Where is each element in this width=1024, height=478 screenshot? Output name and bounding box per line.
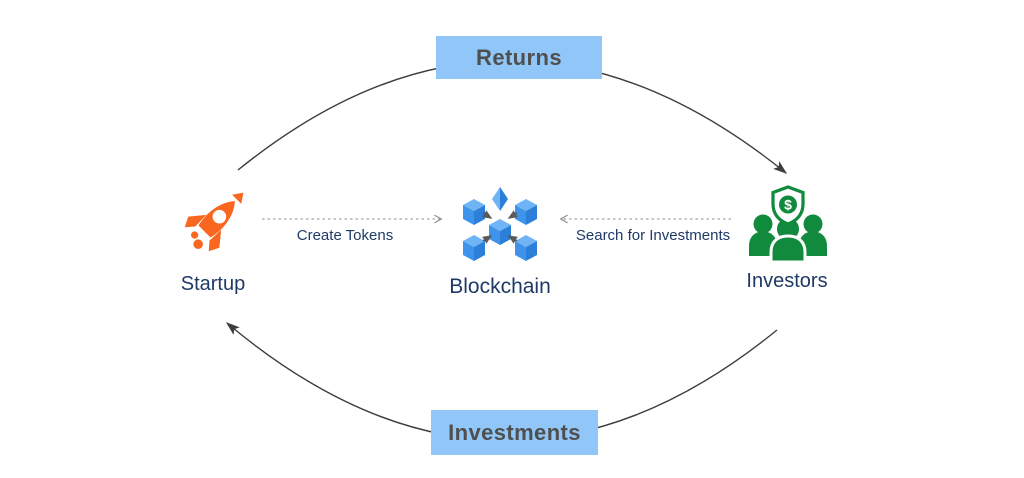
- blockchain-cubes-icon: [463, 187, 537, 261]
- startup-label: Startup: [180, 273, 246, 295]
- blockchain-label: Blockchain: [449, 275, 551, 298]
- returns-box: Returns: [436, 36, 602, 79]
- investments-box-label: Investments: [448, 419, 581, 445]
- create-tokens-label: Create Tokens: [296, 227, 394, 244]
- investors-shield-dollar-icon: $: [749, 185, 827, 262]
- returns-box-label: Returns: [476, 44, 562, 70]
- rocket-icon: [184, 192, 244, 252]
- search-investments-label: Search for Investments: [575, 227, 731, 244]
- investments-box: Investments: [431, 410, 598, 455]
- dollar-sign-glyph: $: [784, 197, 792, 213]
- investors-label: Investors: [746, 270, 828, 292]
